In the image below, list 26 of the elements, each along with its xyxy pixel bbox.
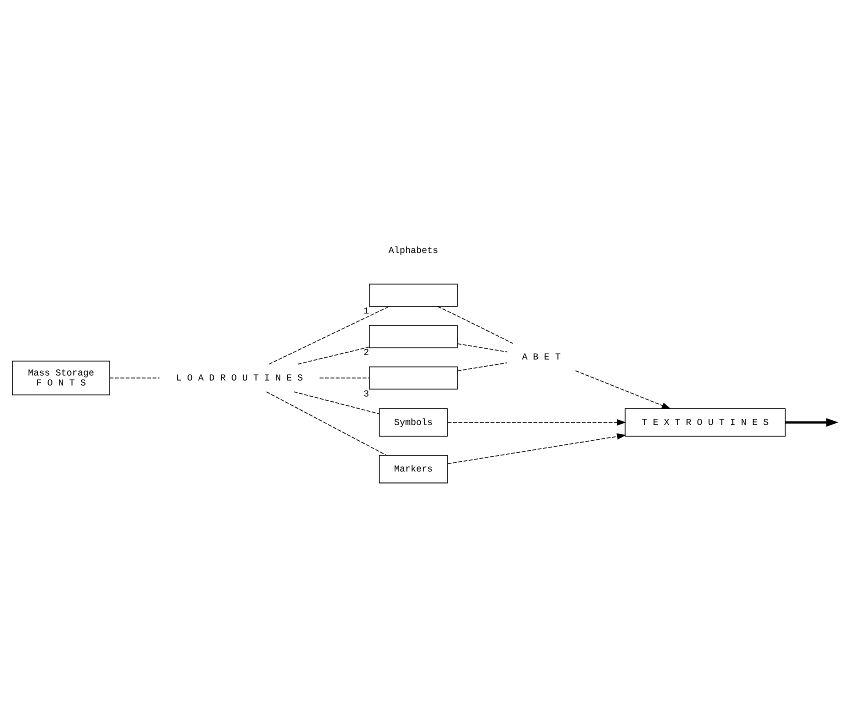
node-box: [368, 283, 458, 306]
connector: [319, 377, 370, 378]
node-box: Mass Storage F O N T S: [12, 360, 110, 395]
node-text: A B E T: [522, 351, 561, 362]
node-label: 2: [364, 346, 370, 358]
arrow: [447, 432, 626, 464]
arrow: [447, 418, 626, 426]
node-box: T E X T R O U T I N E S: [624, 408, 786, 436]
connector: [457, 362, 508, 371]
label: Alphabets: [388, 244, 438, 256]
node-label: 1: [364, 305, 370, 316]
connector: [266, 390, 387, 456]
arrow: [786, 418, 838, 426]
connector: [457, 342, 508, 352]
connector: [268, 306, 390, 364]
connector: [293, 390, 380, 414]
node-box: Symbols: [378, 408, 448, 436]
node-box: [368, 324, 458, 348]
connector: [109, 377, 160, 378]
connector: [437, 306, 514, 344]
node-text: L O A D R O U T I N E S: [176, 372, 303, 383]
connector: [298, 346, 370, 364]
node-box: [368, 366, 458, 389]
arrow: [575, 370, 671, 409]
node-label: 3: [364, 388, 370, 399]
node-box: Markers: [378, 454, 448, 483]
